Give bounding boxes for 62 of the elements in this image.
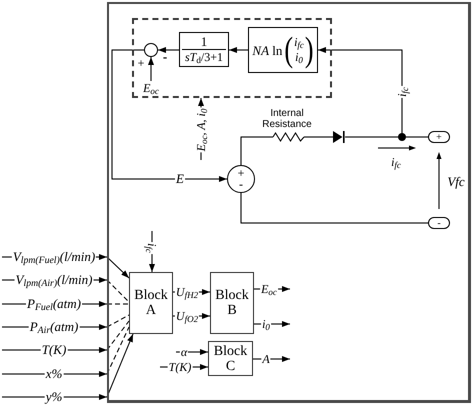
edge-label: i$_{0}$ [261,317,271,331]
connector-line [106,326,130,374]
plus-sign: + [238,168,244,179]
edge-label: P$_{Air}$(atm) [28,320,80,334]
edge-label: y% [44,390,64,404]
plus-sign: + [138,58,144,68]
edge-label: x% [44,367,64,381]
block-box [129,272,173,334]
denominator-text: i$_{0}$ [295,50,303,65]
dashed-group-box [132,18,332,98]
arrow [112,50,228,182]
block-label: Block B [215,288,249,318]
edge-label: U$_{fH2}$ [174,285,200,299]
arrow [252,356,290,362]
block-box [210,272,254,334]
numerator-text: 1 [200,34,208,48]
arrow [106,256,130,278]
minus-sign: - [162,53,168,61]
transfer-function-box [179,32,229,67]
edge-label: V$_{lpm(Fuel)}$(l/min) [12,250,96,264]
edge-label: V$_{lpm(Air)}$(l/min) [14,273,94,287]
current-label: i$_{fc}$ [391,155,401,169]
parenthesis-text: ) [304,31,314,69]
function-text: NA ln [252,42,282,58]
signal-label: E$_{oc}$ [143,81,159,95]
edge-label: A [261,352,271,366]
arrow [2,371,108,377]
terminal-sign: - [437,218,441,228]
connector-line [304,136,334,138]
edge-label: U$_{fO2}$ [174,309,200,323]
block-label: Block A [134,288,168,318]
arrow [318,47,402,134]
resistor-symbol [273,133,304,141]
diode-symbol [333,131,345,143]
numerator-text: i$_{fc}$ [294,35,304,50]
connector-line [240,192,428,224]
edge-label: P$_{Fuel}$(atm) [26,297,82,311]
function-box [248,27,318,73]
connector-line [106,320,130,350]
connector-line [406,136,428,138]
connector-line [106,314,130,328]
arrow [148,56,154,82]
block-label: Block C [214,344,248,374]
block-box [208,341,253,376]
arrow [228,47,248,53]
connector-line [240,136,274,166]
component-label: Internal Resistance [262,108,312,130]
arrow [106,334,134,398]
terminal-sign: + [436,132,442,142]
edge-label: T(K) [40,343,68,357]
arrow [2,394,108,400]
connector-line [344,136,398,138]
connector-line [106,280,130,302]
edge-label: T(K) [168,360,192,374]
denominator-text: sT$_{d}$/3+1 [185,50,223,64]
arrow [158,47,180,53]
arrow [149,230,155,272]
parenthesis-text: ( [284,31,294,69]
minus-sign: - [239,179,243,190]
voltage-label: Vfc [447,175,465,189]
edge-label: E$_{oc}$ [260,282,278,296]
edge-label: E [175,172,185,186]
